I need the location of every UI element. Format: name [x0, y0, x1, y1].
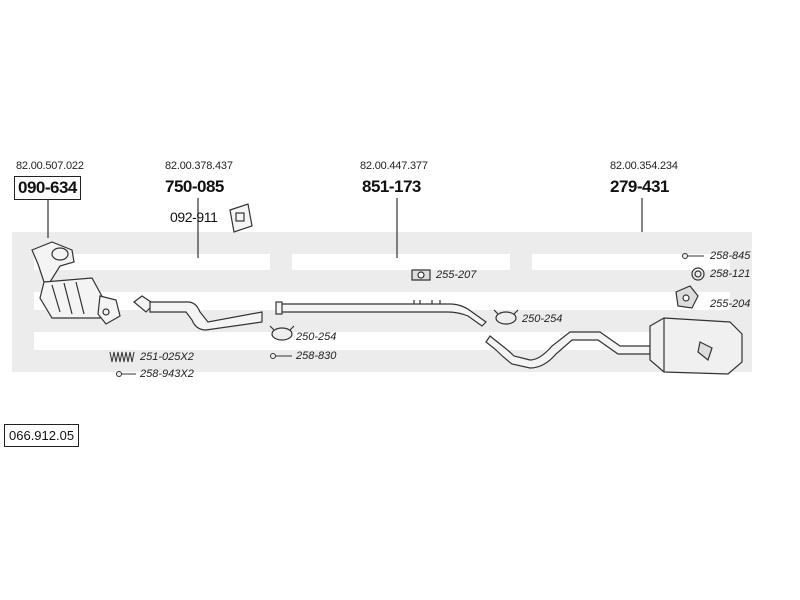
mounting-part-number: 092-911 — [170, 209, 218, 225]
accessory-label-9: 255-204 — [710, 298, 751, 310]
bolt-icon — [270, 353, 292, 359]
part-number-3: 851-173 — [362, 177, 421, 196]
accessory-label-3: 250-254 — [296, 331, 337, 343]
accessory-label-1: 251-025X2 — [140, 351, 194, 363]
front-pipe — [133, 295, 263, 331]
band-middle — [12, 270, 752, 292]
spring-icon — [109, 351, 135, 363]
rear-silencer — [649, 317, 743, 375]
accessory-label-7: 258-845 — [710, 250, 751, 262]
band-divider-2 — [510, 232, 532, 292]
oem-ref-4: 82.00.354.234 — [610, 160, 678, 172]
diagram-reference-number: 066.912.05 — [4, 424, 80, 447]
catalytic-converter — [31, 241, 121, 325]
accessory-label-4: 258-830 — [296, 350, 337, 362]
hanger-icon — [675, 285, 699, 309]
accessory-label-6: 250-254 — [522, 313, 563, 325]
rubber-mount-icon — [411, 269, 431, 281]
middle-pipe — [275, 300, 487, 327]
accessory-label-8: 258-121 — [710, 268, 751, 280]
mounting-bracket — [229, 203, 253, 233]
accessory-label-2: 258-943X2 — [140, 368, 194, 380]
oem-ref-3: 82.00.447.377 — [360, 160, 428, 172]
clamp-icon — [269, 325, 295, 341]
accessory-label-5: 255-207 — [436, 269, 477, 281]
part-number-4: 279-431 — [610, 177, 669, 196]
part-number-2: 750-085 — [165, 177, 224, 196]
band-left — [12, 232, 34, 372]
bolt-icon — [116, 371, 136, 377]
ring-icon — [691, 267, 705, 281]
clamp-icon — [493, 309, 519, 325]
oem-ref-2: 82.00.378.437 — [165, 160, 233, 172]
band-bottom — [12, 350, 752, 372]
part-number-1: 090-634 — [14, 176, 81, 200]
band-divider-1 — [270, 232, 292, 292]
oem-ref-1: 82.00.507.022 — [16, 160, 84, 172]
bolt-icon — [682, 253, 704, 259]
band-top — [12, 232, 752, 254]
